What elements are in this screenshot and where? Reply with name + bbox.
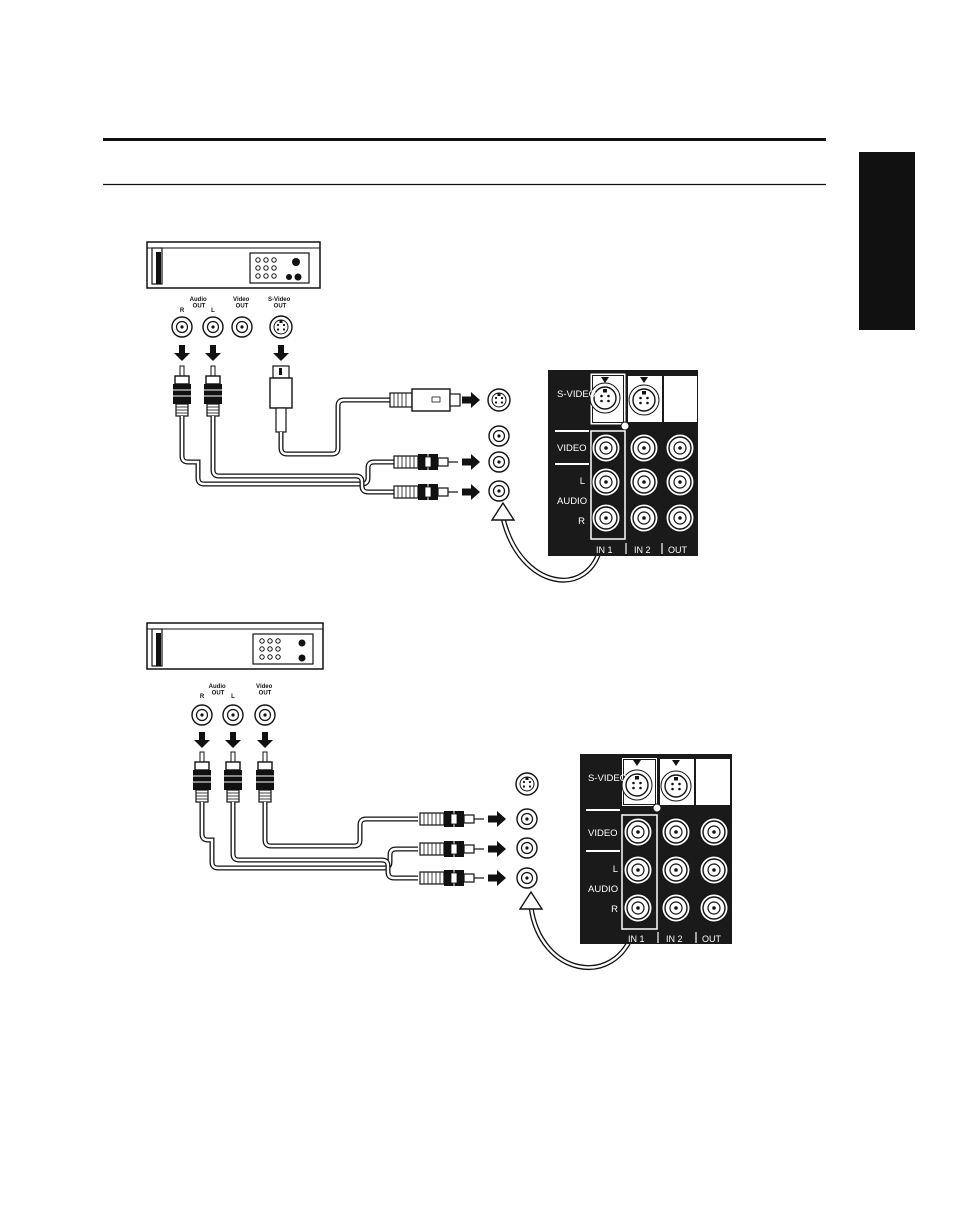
rca-plug-audio-target: [394, 484, 458, 500]
audio-out-label: Audio OUT: [209, 684, 228, 697]
label-line: OUT: [212, 691, 225, 697]
target-svideo-jack: [516, 773, 538, 795]
label-line: OUT: [274, 304, 287, 310]
panel-out-label: OUT: [702, 934, 722, 944]
source-device: [147, 242, 320, 288]
audio-out-label: Audio OUT: [190, 297, 209, 310]
panel-svideo-label: S-VIDEO: [557, 389, 596, 400]
panel-in1-label: IN 1: [628, 934, 645, 944]
arrow-right-icon: [462, 484, 480, 500]
panel-out-label: OUT: [668, 545, 688, 555]
video-out-label: Video OUT: [233, 297, 251, 310]
source-svideo-jack: [270, 316, 292, 338]
rca-plug-video-target: [394, 454, 458, 470]
panel-r-label: R: [611, 904, 618, 915]
arrow-right-icon: [488, 870, 506, 886]
rca-plug-audio-l: [204, 366, 222, 416]
source-audio-r-jack: [172, 317, 192, 337]
panel-video-label: VIDEO: [588, 828, 618, 839]
diagram-1: Audio OUT R L Video OUT S-Video OUT: [147, 242, 698, 580]
video-out-label: Video OUT: [256, 684, 274, 697]
rca-plug-video-target: [420, 811, 484, 827]
arrow-down-icon: [174, 345, 190, 361]
rca-plug-video: [256, 752, 274, 802]
rca-plug-audio-r: [173, 366, 191, 416]
target-jack-2: [517, 838, 537, 858]
panel-l-label: L: [613, 864, 618, 875]
arrow-right-icon: [462, 392, 480, 408]
panel-audio-label: AUDIO: [588, 884, 618, 895]
audio-r-label: R: [200, 694, 205, 700]
source-video-jack: [255, 705, 275, 725]
source-audio-l-jack: [203, 317, 223, 337]
svideo-plug-source: [270, 366, 292, 432]
input-panel: S-VIDEO VIDEO L AUDIO R IN 1 IN 2 OUT: [580, 754, 732, 944]
panel-in2-label: IN 2: [666, 934, 683, 944]
source-video-jack: [232, 317, 252, 337]
input-panel: S-VIDEO VIDEO L AUDIO R IN 1 IN 2 OUT: [548, 370, 698, 556]
audio-l-label: L: [231, 694, 235, 700]
audio-r-label: R: [180, 308, 185, 314]
cables: [202, 802, 418, 878]
panel-in1-label: IN 1: [596, 545, 613, 555]
rca-plug-audio-l: [224, 752, 242, 802]
arrow-down-icon: [257, 732, 273, 748]
target-jack-2: [489, 452, 509, 472]
label-line: OUT: [236, 304, 249, 310]
arrow-down-icon: [273, 345, 289, 361]
target-jack-1: [489, 426, 509, 446]
rca-plug-audio-r-target: [420, 870, 484, 886]
audio-l-label: L: [211, 308, 215, 314]
arrow-right-icon: [488, 811, 506, 827]
arrow-down-icon: [194, 732, 210, 748]
target-svideo-jack: [488, 389, 510, 411]
arrow-down-icon: [205, 345, 221, 361]
panel-video-label: VIDEO: [557, 443, 587, 454]
svideo-out-label: S-Video OUT: [268, 297, 292, 310]
label-line: OUT: [259, 691, 272, 697]
panel-r-label: R: [578, 516, 585, 527]
arrow-down-icon: [225, 732, 241, 748]
panel-svideo-label: S-VIDEO: [588, 773, 627, 784]
source-audio-l-jack: [223, 705, 243, 725]
target-jack-3: [517, 868, 537, 888]
target-jack-3: [489, 481, 509, 501]
rca-plug-audio-r: [193, 752, 211, 802]
label-line: OUT: [193, 304, 206, 310]
panel-l-label: L: [580, 476, 585, 487]
diagram-2: Audio OUT R L Video OUT: [147, 623, 732, 968]
side-tab: [859, 152, 915, 330]
arrow-right-icon: [462, 454, 480, 470]
svideo-plug-target: [390, 389, 460, 411]
target-jack-1: [517, 809, 537, 829]
arrow-right-icon: [488, 841, 506, 857]
panel-audio-label: AUDIO: [557, 496, 587, 507]
panel-in2-label: IN 2: [634, 545, 651, 555]
source-audio-r-jack: [192, 705, 212, 725]
rca-plug-audio-l-target: [420, 841, 484, 857]
source-device: [147, 623, 323, 669]
